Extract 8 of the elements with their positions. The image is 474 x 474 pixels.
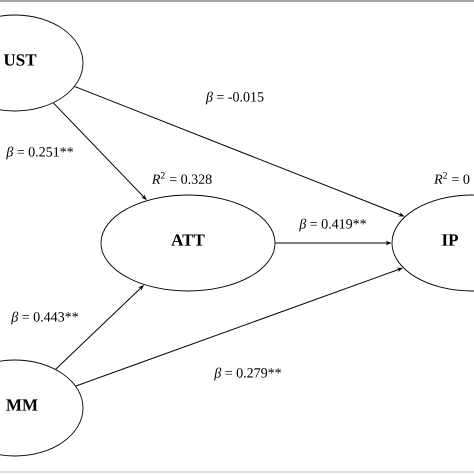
edge-label: β = 0.419** — [298, 218, 368, 232]
edge-label: β = 0.251** — [5, 146, 75, 160]
edge-label: β = -0.015 — [205, 90, 266, 106]
ellipse-node: ATT — [100, 194, 276, 292]
r-squared-label: R$^{2}$ = 0.328 — [152, 172, 212, 184]
edge-label: β = 0.279** — [213, 366, 283, 382]
r-squared-label: R$^{2}$ = 0 — [434, 172, 470, 184]
edge-label: β = 0.443** — [10, 310, 80, 326]
